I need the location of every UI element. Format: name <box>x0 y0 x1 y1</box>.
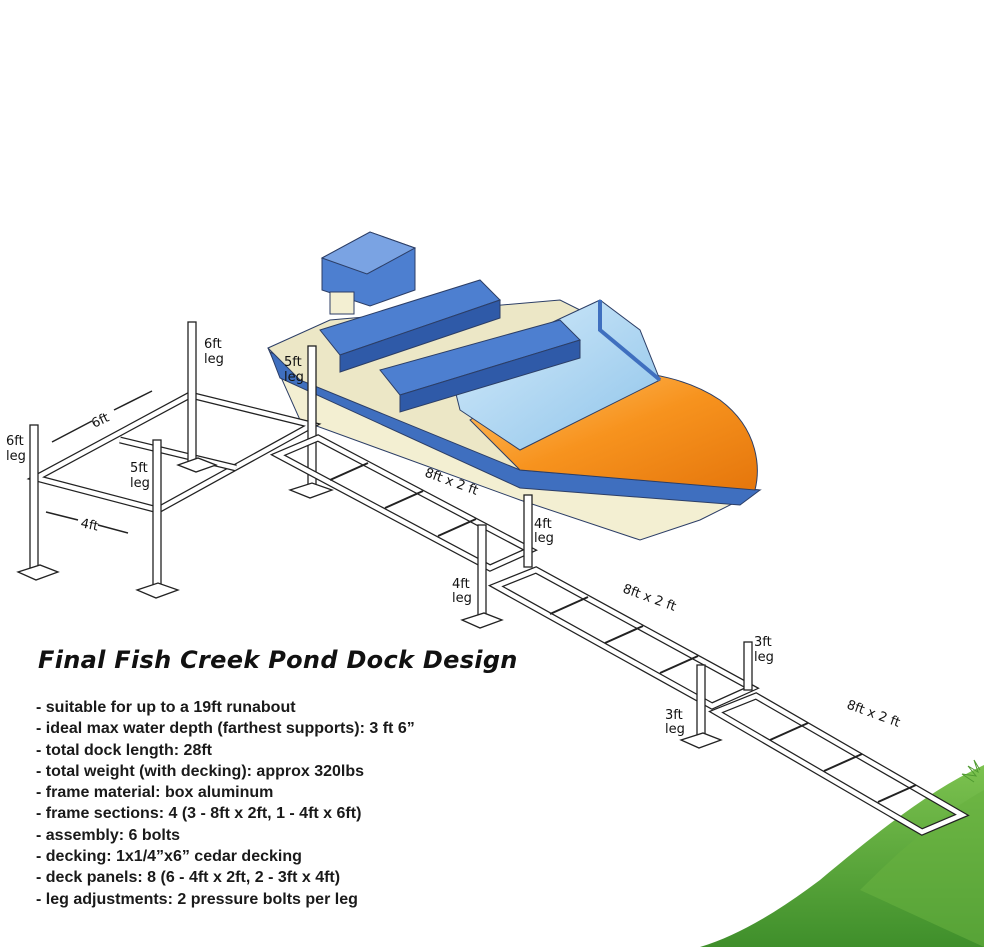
spec-item: - deck panels: 8 (6 - 4ft x 2ft, 2 - 3ft… <box>36 869 341 887</box>
label-5ft-leg-mid-1: 5ft <box>130 461 148 476</box>
spec-item: - decking: 1x1/4”x6” cedar decking <box>36 848 302 866</box>
grass-bank <box>700 759 984 947</box>
label-6ft-leg-top-2: leg <box>204 352 224 367</box>
dock-frame <box>16 321 970 836</box>
label-6ft-leg-top-1: 6ft <box>204 337 222 352</box>
leg-6ft-front <box>29 424 39 571</box>
leg-6ft-back <box>187 321 197 468</box>
label-3ft-leg-upper-1: 3ft <box>754 635 772 650</box>
label-5ft-leg-boat-1: 5ft <box>284 355 302 370</box>
label-3ft-leg-lower-1: 3ft <box>665 708 683 723</box>
label-section-3: 8ft x 2 ft <box>845 698 902 731</box>
spec-item: - suitable for up to a 19ft runabout <box>36 699 296 716</box>
label-dim-4ft: 4ft <box>79 516 99 534</box>
leg-4ft-upper <box>523 494 533 568</box>
label-6ft-leg-left-1: 6ft <box>6 434 24 449</box>
spec-item: - total dock length: 28ft <box>36 741 212 759</box>
leg-3ft-upper <box>743 641 753 691</box>
spec-item: - assembly: 6 bolts <box>36 826 181 844</box>
label-4ft-leg-lower-1: 4ft <box>452 577 470 592</box>
diagram-title: Final Fish Creek Pond Dock Design <box>38 646 518 674</box>
label-5ft-leg-mid-2: leg <box>130 476 150 491</box>
label-4ft-leg-upper-1: 4ft <box>534 517 552 532</box>
label-4ft-leg-lower-2: leg <box>452 591 472 606</box>
label-3ft-leg-upper-2: leg <box>754 650 774 665</box>
spec-item: - ideal max water depth (farthest suppor… <box>36 720 415 738</box>
spec-item: - leg adjustments: 2 pressure bolts per … <box>36 890 358 908</box>
leg-5ft-boat <box>307 345 317 487</box>
label-4ft-leg-upper-2: leg <box>534 531 554 546</box>
leg-3ft-lower <box>696 664 706 741</box>
label-3ft-leg-lower-2: leg <box>665 722 685 737</box>
spec-item: - frame sections: 4 (3 - 8ft x 2ft, 1 - … <box>36 805 362 823</box>
boat <box>267 231 762 541</box>
label-dim-6ft: 6ft <box>89 411 111 432</box>
section-3-frame <box>708 692 970 836</box>
label-5ft-leg-boat-2: leg <box>284 370 304 385</box>
spec-item: - frame material: box aluminum <box>36 784 274 802</box>
dimension-lines <box>45 390 153 534</box>
leg-5ft-mid <box>152 439 162 586</box>
label-6ft-leg-left-2: leg <box>6 449 26 464</box>
spec-item: - total weight (with decking): approx 32… <box>36 762 365 780</box>
leg-4ft-lower <box>477 524 487 621</box>
spec-list: - suitable for up to a 19ft runabout - i… <box>36 697 415 910</box>
label-section-2: 8ft x 2 ft <box>621 582 678 615</box>
